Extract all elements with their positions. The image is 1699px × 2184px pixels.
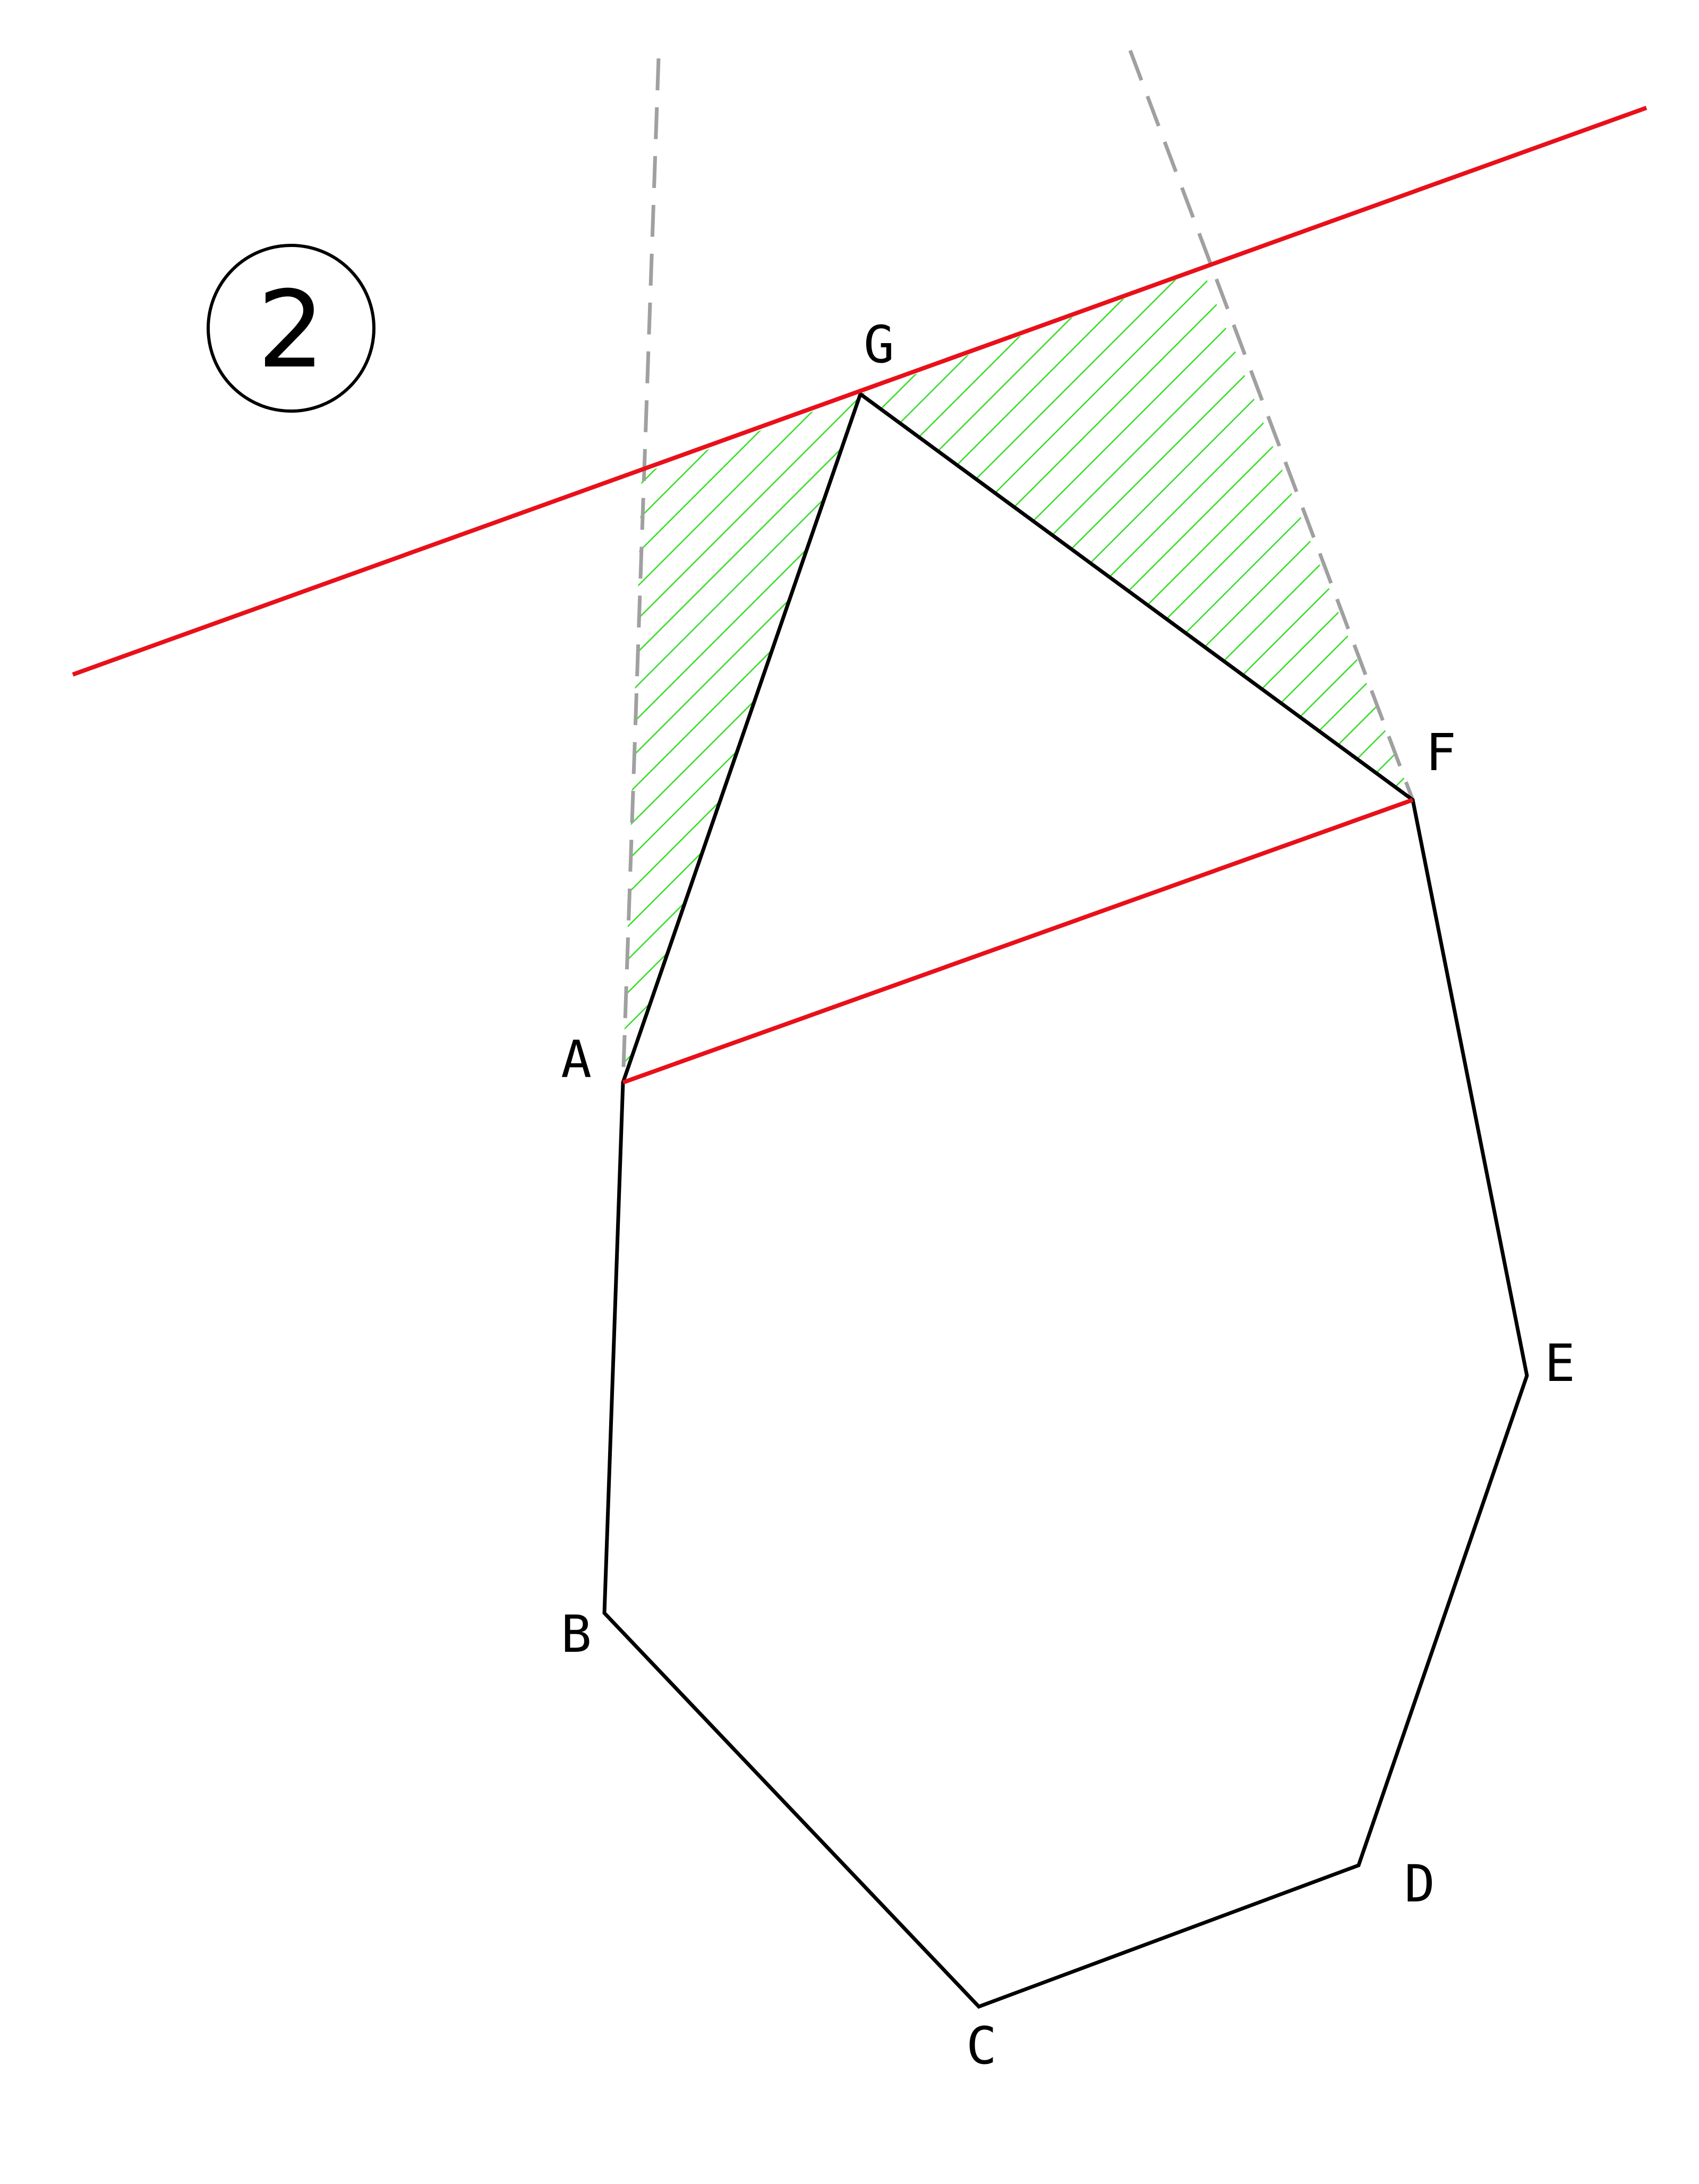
label-point-c: C bbox=[966, 2016, 997, 2076]
red-tangent-line bbox=[72, 106, 1647, 677]
label-point-d: D bbox=[1404, 1854, 1435, 1914]
label-point-b: B bbox=[561, 1605, 592, 1664]
label-point-f: F bbox=[1425, 723, 1456, 782]
dashed-guide-right bbox=[1128, 49, 1415, 801]
hatched-region-right bbox=[860, 270, 1413, 800]
dashed-guide-left bbox=[621, 58, 661, 1083]
polygon-outline bbox=[602, 391, 1529, 2009]
label-point-e: E bbox=[1544, 1334, 1575, 1393]
step-circle bbox=[207, 244, 375, 413]
step-number: 2 bbox=[257, 268, 325, 392]
label-point-a: A bbox=[561, 1030, 592, 1089]
red-line-a-f bbox=[622, 798, 1414, 1085]
label-point-g: G bbox=[864, 315, 894, 374]
